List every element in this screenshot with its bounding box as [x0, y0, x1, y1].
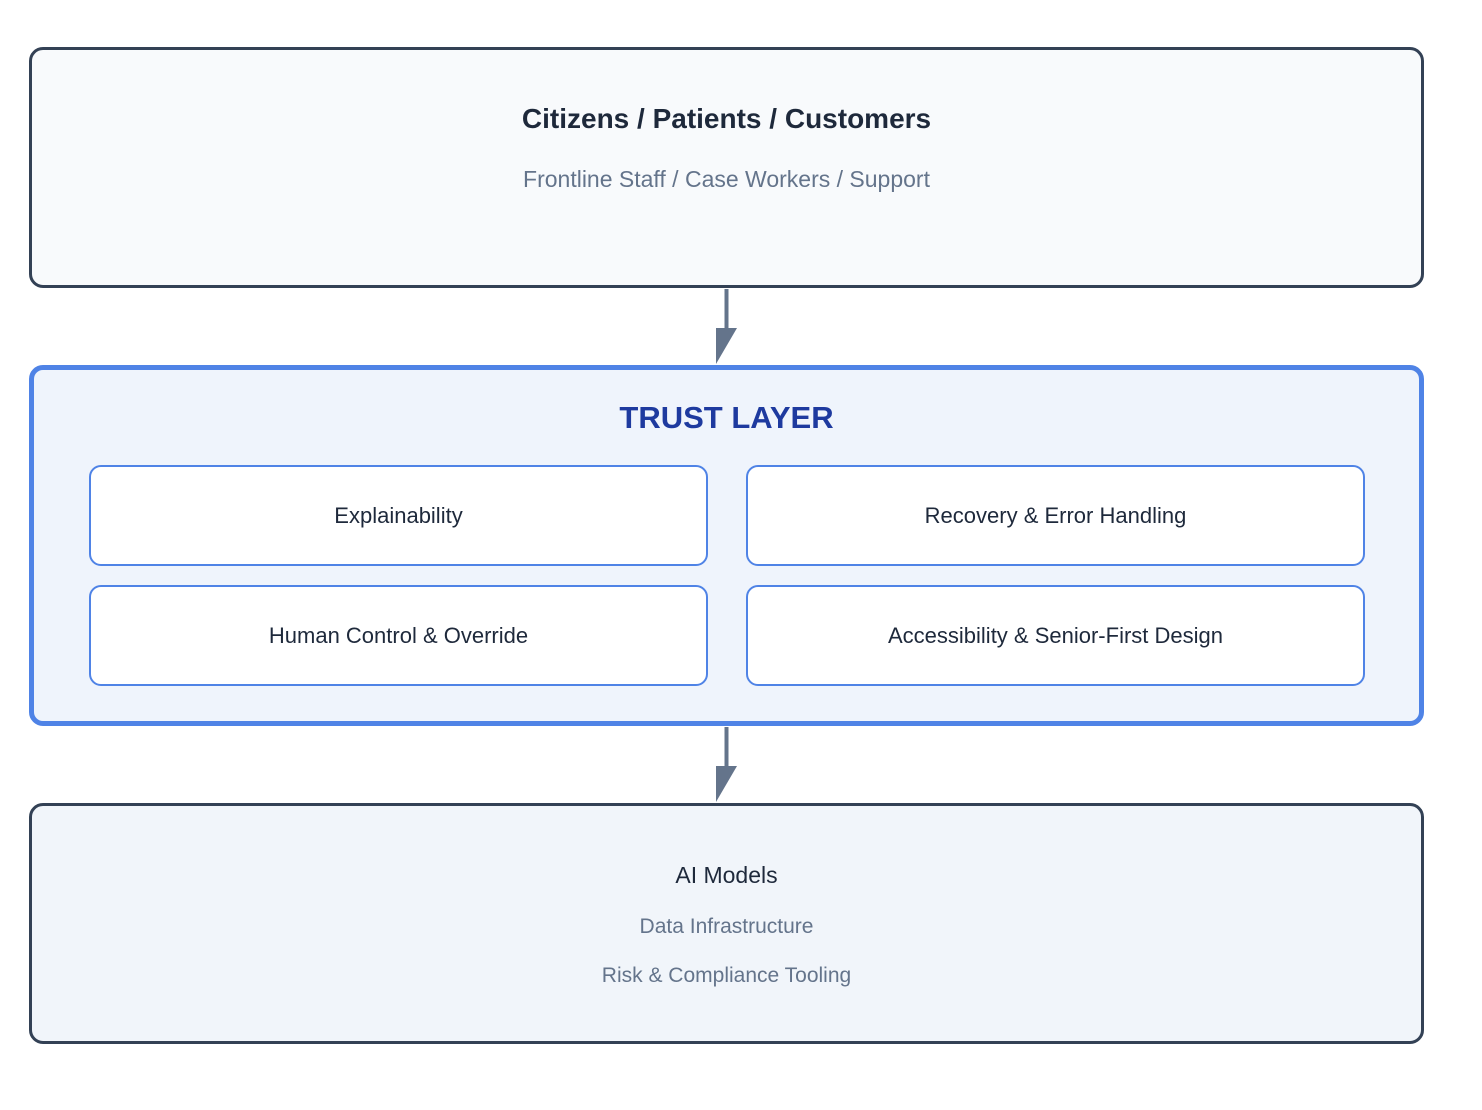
- ai-models-label: AI Models: [675, 862, 778, 888]
- trust-layer: TRUST LAYER Explainability Recovery & Er…: [29, 365, 1424, 726]
- stakeholders-subtitle: Frontline Staff / Case Workers / Support: [523, 166, 930, 192]
- trust-layer-title: TRUST LAYER: [619, 400, 834, 435]
- pillar-explainability: Explainability: [89, 465, 708, 566]
- data-infrastructure-label: Data Infrastructure: [639, 915, 814, 938]
- risk-compliance-label: Risk & Compliance Tooling: [601, 964, 852, 987]
- stakeholders-layer: Citizens / Patients / Customers Frontlin…: [29, 47, 1424, 288]
- arrow-trust-to-bottom: [716, 727, 737, 802]
- stakeholders-title: Citizens / Patients / Customers: [521, 103, 932, 134]
- pillar-accessibility-senior-first: Accessibility & Senior-First Design: [746, 585, 1365, 686]
- arrow-top-to-trust: [716, 289, 737, 364]
- pillar-recovery-error-handling: Recovery & Error Handling: [746, 465, 1365, 566]
- pillar-human-control-override: Human Control & Override: [89, 585, 708, 686]
- infrastructure-layer: AI Models Data Infrastructure Risk & Com…: [29, 803, 1424, 1044]
